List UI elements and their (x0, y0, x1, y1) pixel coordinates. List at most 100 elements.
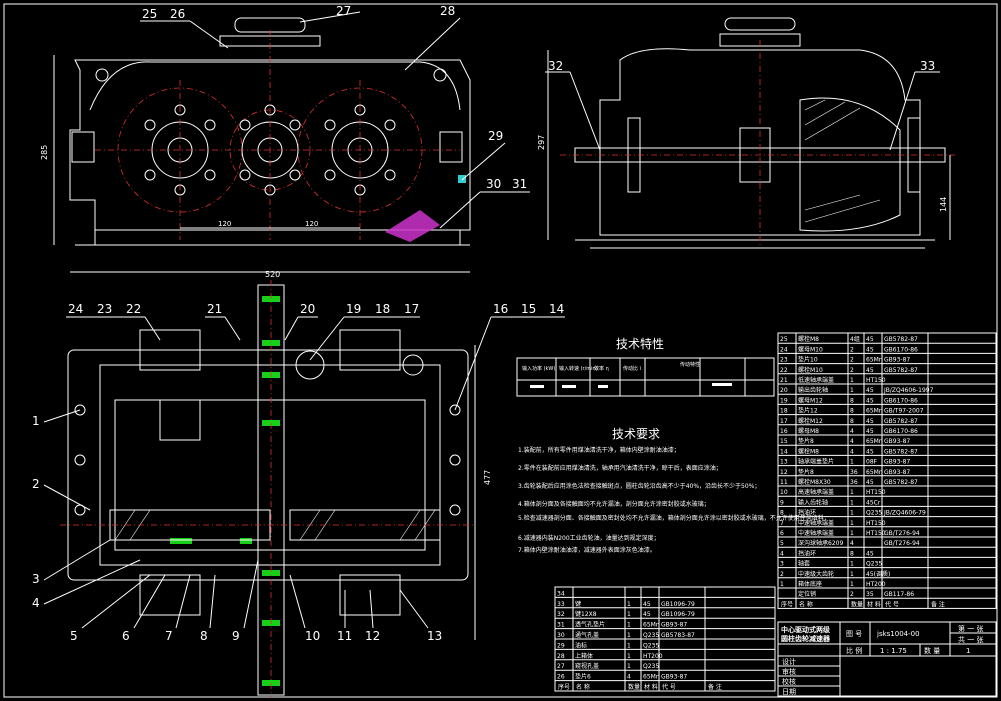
part-code: GB93-87 (661, 622, 687, 629)
balloon-13: 13 (427, 629, 442, 643)
part-name: 高速轴承端盖 (798, 488, 834, 496)
part-code: GB1096-79 (661, 611, 695, 618)
part-mat: 45 (866, 346, 874, 353)
balloon-11: 11 (337, 629, 352, 643)
part-mat: HT150 (866, 530, 886, 537)
part-name: 螺栓M12 (798, 417, 823, 425)
parts-footer-label: 数量 (628, 683, 640, 691)
part-name: 箱体底座 (798, 580, 822, 588)
dim-spacing-right: 120 (305, 220, 318, 228)
dim-plan-height: 477 (483, 470, 492, 485)
part-no: 18 (780, 408, 788, 415)
balloon-2: 2 (32, 477, 40, 491)
tech-req-4: 4.箱体剖分面及各接触面均不允许漏油，剖分面允许涂密封胶或水玻璃； (518, 500, 710, 508)
balloon-25: 25 (142, 7, 157, 21)
side-view: 32 33 297 144 (537, 17, 955, 249)
part-code: GB/T276-94 (884, 540, 920, 547)
balloon-26: 26 (170, 7, 185, 21)
part-qty: 36 (850, 479, 858, 486)
tech-req-5: 5.检查减速器剖分面、各接触面及密封处均不允许漏油，箱体剖分面允许涂以密封胶或水… (518, 514, 830, 522)
part-no: 32 (557, 611, 565, 618)
scale-value: 1 : 1.75 (880, 647, 907, 655)
part-name: 输出齿轮轴 (798, 386, 828, 394)
part-name: 垫片8 (798, 468, 814, 476)
tech-chars-header-ratio: 传动比 i (623, 365, 641, 372)
sheet-label: 第 一 张 (958, 624, 983, 633)
part-code: GB5782-87 (884, 418, 918, 425)
part-name: 透气孔垫片 (575, 621, 605, 629)
balloon-1: 1 (32, 414, 40, 428)
part-no: 34 (557, 590, 565, 597)
part-code: JB/ZQ4606-79 (883, 510, 926, 517)
part-name: 键 (575, 600, 581, 608)
balloon-21: 21 (207, 302, 222, 316)
part-name: 轴承端盖垫片 (798, 458, 834, 466)
balloon-31: 31 (512, 177, 527, 191)
part-no: 27 (557, 663, 565, 670)
part-mat: 45 (866, 479, 874, 486)
part-qty: 4组 (850, 335, 860, 343)
part-name: 深沟球轴承6209 (798, 539, 843, 547)
part-no: 7 (780, 520, 784, 527)
part-no: 11 (780, 479, 788, 486)
parts-footer-label: 备 注 (708, 683, 722, 691)
scale-label: 比 例 (846, 646, 862, 655)
part-mat: 45 (866, 550, 874, 557)
front-view: 520 285 120 120 25 26 27 28 29 30 31 (40, 4, 530, 279)
part-name: 螺栓M8X30 (798, 478, 831, 486)
part-mat: 45 (866, 387, 874, 394)
part-qty: 4 (627, 674, 631, 681)
part-qty: 8 (850, 408, 854, 415)
part-code: GB93-87 (884, 459, 910, 466)
part-qty: 8 (850, 397, 854, 404)
part-no: 33 (557, 601, 565, 608)
part-name: 螺栓M10 (798, 366, 823, 374)
part-code: GB93-87 (884, 357, 910, 364)
drawing-no: jsks1004-00 (876, 630, 920, 638)
part-qty: 4 (850, 448, 854, 455)
part-name: 垫片6 (575, 673, 591, 681)
part-no: 31 (557, 622, 565, 629)
balloon-22: 22 (126, 302, 141, 316)
part-no: 25 (780, 336, 788, 343)
part-mat: 65Mn (643, 622, 660, 629)
role-check: 校核 (782, 677, 796, 686)
role-review: 审核 (782, 667, 796, 676)
part-code: GB1096-79 (661, 601, 695, 608)
part-mat: 45 (643, 611, 651, 618)
part-mat: 65Mn (866, 438, 883, 445)
part-no: 30 (557, 632, 565, 639)
part-name: 中速轴承端盖 (798, 529, 834, 537)
part-qty: 1 (850, 530, 854, 537)
part-mat: HT200 (866, 581, 886, 588)
balloon-18: 18 (375, 302, 390, 316)
part-code: GB5782-87 (884, 479, 918, 486)
tech-req-1: 1.装配前，所有零件用煤油清洗干净，箱体内壁涂耐油油漆； (518, 446, 680, 454)
part-code: GB6170-86 (884, 428, 918, 435)
balloon-10: 10 (305, 629, 320, 643)
part-name: 定位销 (798, 590, 816, 598)
balloon-19: 19 (346, 302, 361, 316)
part-name: 螺母M10 (798, 345, 823, 353)
part-no: 14 (780, 448, 788, 455)
balloon-17: 17 (404, 302, 419, 316)
parts-footer-label: 材 料 (644, 683, 658, 691)
part-qty: 1 (850, 561, 854, 568)
part-qty: 1 (850, 377, 854, 384)
part-mat: 65Mn (866, 408, 883, 415)
role-date: 日期 (782, 688, 796, 696)
drawing-border (3, 3, 998, 698)
part-code: GB5782-87 (884, 336, 918, 343)
part-qty: 2 (850, 346, 854, 353)
tech-chars-title: 技术特性 (616, 336, 664, 351)
part-mat: 45 (866, 428, 874, 435)
part-name: 键12X8 (575, 610, 597, 618)
part-mat: HT150 (866, 489, 886, 496)
balloon-24: 24 (68, 302, 83, 316)
part-mat: 45(调质) (866, 570, 890, 578)
tech-chars-header-speed: 输入转速 (r/min) (559, 365, 598, 372)
part-mat: 45Cr (866, 499, 881, 506)
title-line-1: 中心驱动式两级 (781, 625, 831, 634)
part-name: 垫片12 (798, 407, 818, 415)
